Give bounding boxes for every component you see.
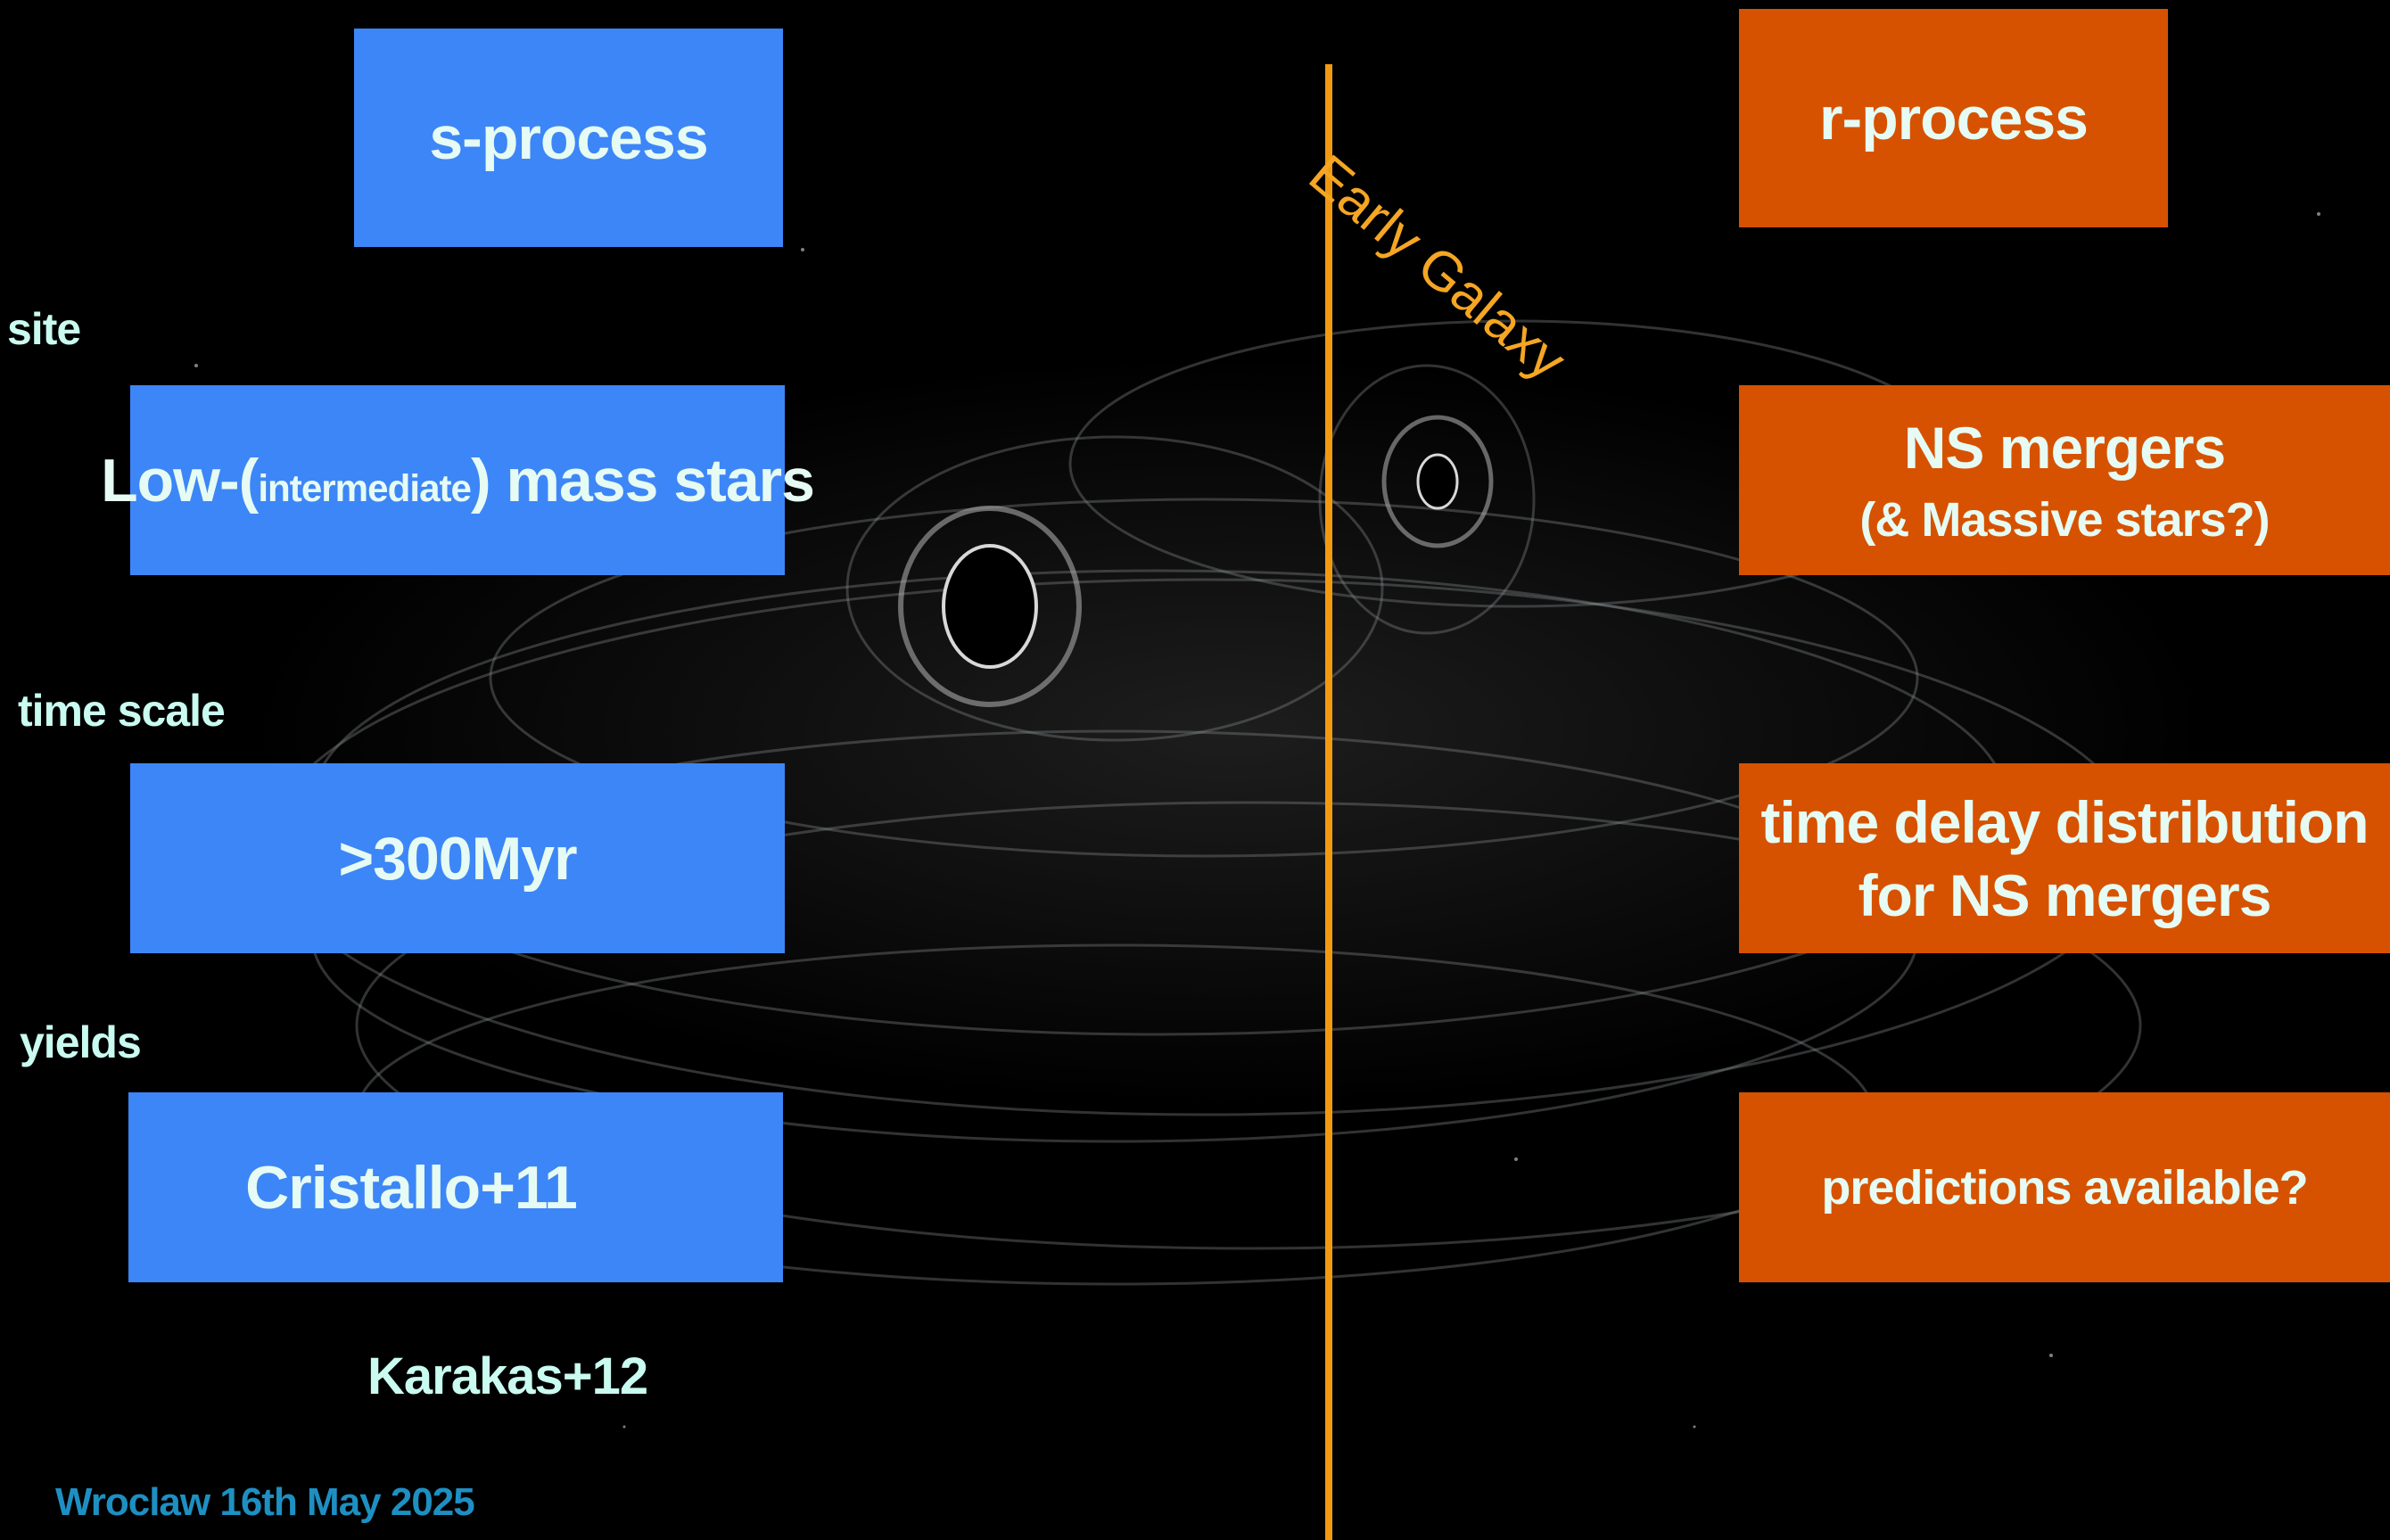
row-label-site: site xyxy=(7,304,81,354)
black-hole-right xyxy=(1381,415,1494,548)
r-process-site-line1: NS mergers xyxy=(1903,414,2227,481)
footer-date: Wroclaw 16th May 2025 xyxy=(55,1480,475,1524)
row-label-yields: yields xyxy=(20,1017,142,1067)
r-process-header-text: r-process xyxy=(1819,84,2089,152)
s-process-site: Low-(intermediate) mass stars xyxy=(101,385,815,575)
r-process-header: r-process xyxy=(1739,9,2168,227)
r-process-site-line2: (& Massive stars?) xyxy=(1859,492,2270,547)
r-process-time-line1: time delay distribution xyxy=(1760,788,2369,855)
s-process-site-text: Low-(intermediate) mass stars xyxy=(101,446,815,515)
s-process-time-scale-text: >300Myr xyxy=(338,824,577,893)
r-process-time-line2: for NS mergers xyxy=(1858,861,2272,928)
r-process-time-scale: time delay distribution for NS mergers xyxy=(1739,763,2390,953)
r-process-yields: predictions available? xyxy=(1739,1092,2390,1282)
s-process-yields: Cristallo+11 xyxy=(128,1092,783,1282)
row-label-time-scale: time scale xyxy=(18,686,226,736)
r-process-site: NS mergers (& Massive stars?) xyxy=(1739,385,2390,575)
early-galaxy-divider xyxy=(1325,64,1332,1540)
s-process-header-text: s-process xyxy=(429,103,708,172)
s-process-time-scale: >300Myr xyxy=(130,763,785,953)
s-process-header: s-process xyxy=(354,29,783,247)
s-process-yields-text: Cristallo+11 xyxy=(245,1153,578,1222)
black-hole-left xyxy=(898,506,1082,707)
r-process-yields-text: predictions available? xyxy=(1821,1160,2308,1215)
extra-yields-reference: Karakas+12 xyxy=(367,1347,648,1405)
